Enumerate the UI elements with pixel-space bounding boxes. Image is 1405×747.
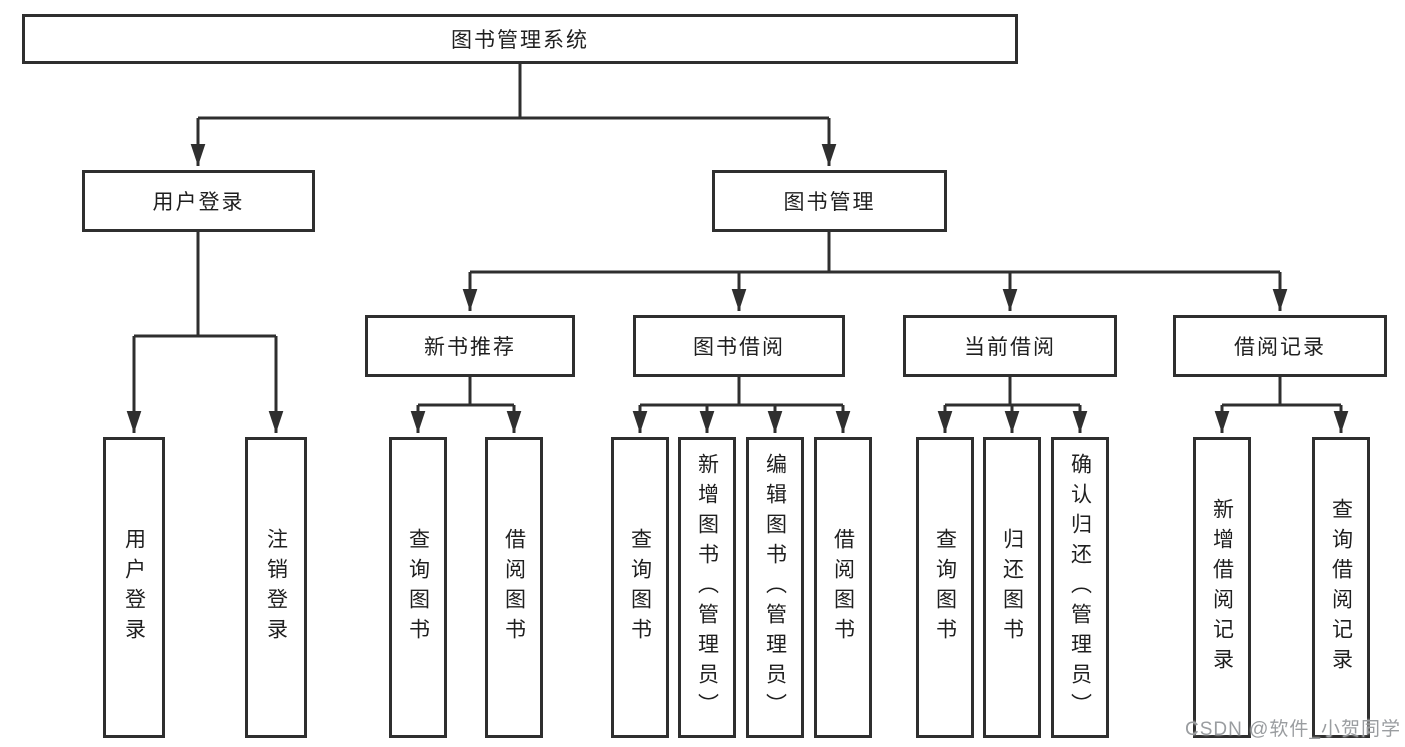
leaf-records-add-record-label: 新增借阅记录: [1210, 497, 1234, 678]
node-user-login-label: 用户登录: [152, 191, 245, 214]
leaf-user-login: 用户登录: [103, 437, 165, 738]
leaf-user-login-label: 用户登录: [122, 527, 146, 648]
node-current-borrow-label: 当前借阅: [964, 336, 1056, 359]
leaf-records-query-record: 查询借阅记录: [1312, 437, 1370, 738]
leaf-recommend-query-books-label: 查询图书: [406, 527, 430, 648]
node-system-root: 图书管理系统: [22, 14, 1018, 64]
leaf-current-return-books: 归还图书: [983, 437, 1041, 738]
node-borrow-records: 借阅记录: [1173, 315, 1387, 377]
node-system-root-label: 图书管理系统: [451, 29, 589, 52]
csdn-watermark: CSDN @软件_小贺同学: [1185, 719, 1401, 740]
leaf-borrow-borrow-books-label: 借阅图书: [831, 527, 855, 648]
leaf-records-query-record-label: 查询借阅记录: [1329, 497, 1353, 678]
node-book-management: 图书管理: [712, 170, 947, 232]
leaf-borrow-add-books-admin: 新增图书（管理员）: [678, 437, 736, 738]
node-current-borrow: 当前借阅: [903, 315, 1117, 377]
node-book-management-label: 图书管理: [783, 191, 876, 214]
leaf-current-return-books-label: 归还图书: [1000, 527, 1024, 648]
leaf-borrow-edit-books-admin-label: 编辑图书（管理员）: [763, 452, 787, 723]
leaf-current-query-books: 查询图书: [916, 437, 974, 738]
leaf-borrow-query-books: 查询图书: [611, 437, 669, 738]
node-new-book-recommend: 新书推荐: [365, 315, 575, 377]
leaf-recommend-borrow-books: 借阅图书: [485, 437, 543, 738]
leaf-logout: 注销登录: [245, 437, 307, 738]
node-user-login: 用户登录: [82, 170, 315, 232]
leaf-current-confirm-return-admin: 确认归还（管理员）: [1051, 437, 1109, 738]
leaf-current-query-books-label: 查询图书: [933, 527, 957, 648]
leaf-logout-label: 注销登录: [264, 527, 288, 648]
leaf-borrow-add-books-admin-label: 新增图书（管理员）: [695, 452, 719, 723]
node-new-book-recommend-label: 新书推荐: [424, 336, 516, 359]
leaf-borrow-borrow-books: 借阅图书: [814, 437, 872, 738]
leaf-records-add-record: 新增借阅记录: [1193, 437, 1251, 738]
leaf-recommend-borrow-books-label: 借阅图书: [502, 527, 526, 648]
leaf-borrow-query-books-label: 查询图书: [628, 527, 652, 648]
node-book-borrow-label: 图书借阅: [693, 336, 785, 359]
node-borrow-records-label: 借阅记录: [1234, 336, 1326, 359]
leaf-current-confirm-return-admin-label: 确认归还（管理员）: [1068, 452, 1092, 723]
leaf-borrow-edit-books-admin: 编辑图书（管理员）: [746, 437, 804, 738]
leaf-recommend-query-books: 查询图书: [389, 437, 447, 738]
node-book-borrow: 图书借阅: [633, 315, 845, 377]
